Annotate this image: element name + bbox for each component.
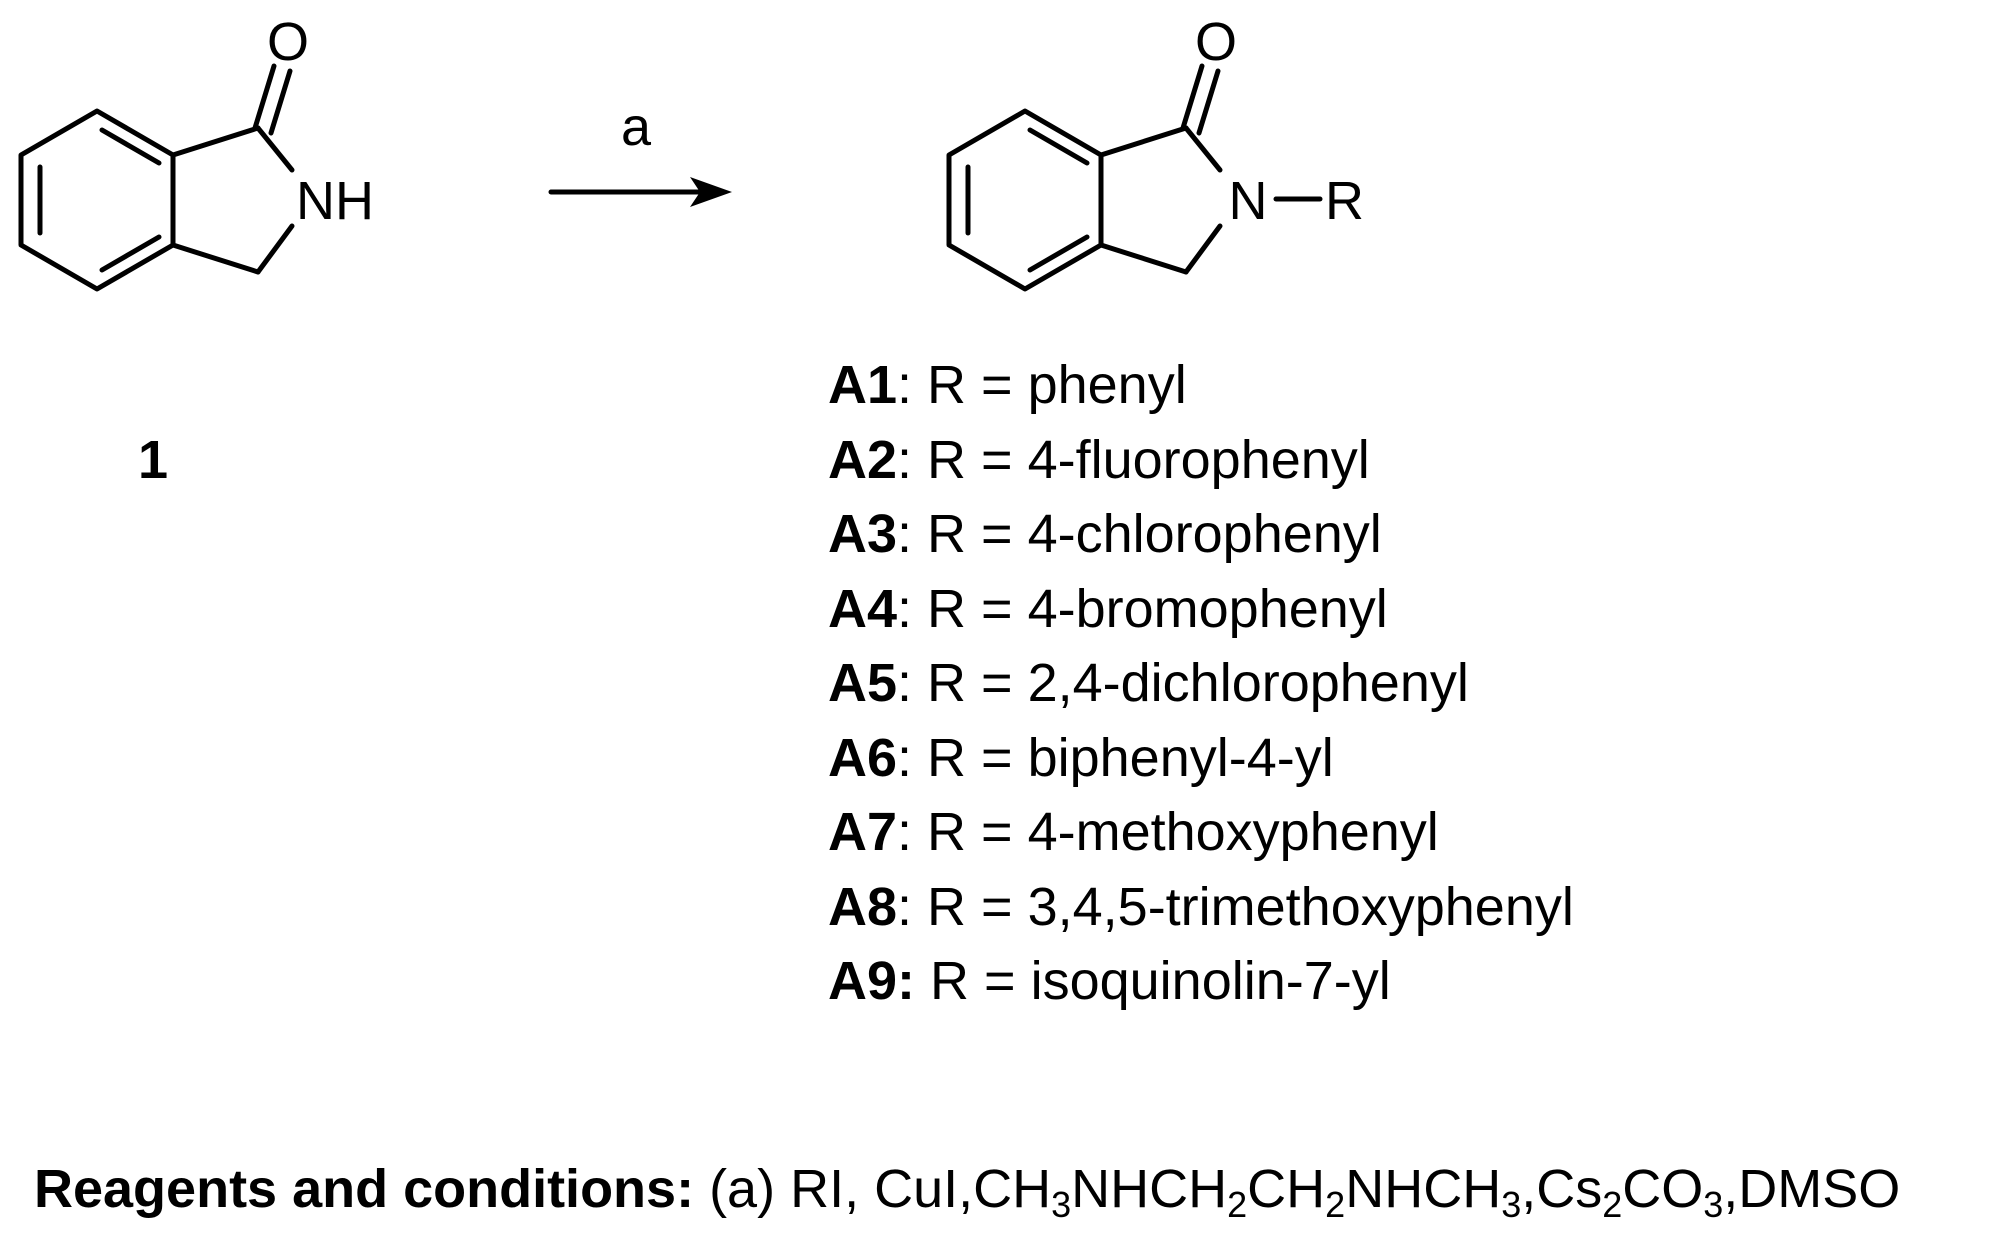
- compound-r-definition: R = phenyl: [927, 355, 1187, 415]
- compound-list: A1: R = phenyl A2: R = 4-fluorophenyl A3…: [828, 348, 1574, 1019]
- compound-entry: A7: R = 4-methoxyphenyl: [828, 795, 1574, 870]
- compound-r-definition: R = 4-chlorophenyl: [927, 504, 1382, 564]
- compound-r-definition: R = 4-fluorophenyl: [927, 429, 1370, 490]
- compound-entry: A6: R = biphenyl-4-yl: [828, 721, 1574, 796]
- reactant-benzene-ring: [18, 108, 176, 292]
- product-structure: O N R: [946, 12, 1364, 292]
- product-oxygen-label: O: [1195, 12, 1237, 72]
- compound-separator: :: [897, 504, 928, 564]
- product-ch2-c-bond: [1098, 242, 1189, 275]
- reactant-c-carbonyl-bond: [170, 125, 261, 158]
- arrow-reagent-label: a: [621, 97, 652, 157]
- conditions-subscript: 2: [1227, 1184, 1248, 1225]
- conditions-heading: Reagents and conditions:: [34, 1159, 695, 1219]
- compound-entry: A8: R = 3,4,5-trimethoxyphenyl: [828, 870, 1574, 945]
- conditions-fragment: NHCH: [1345, 1159, 1502, 1219]
- compound-separator: :: [897, 802, 928, 862]
- compound-separator: :: [897, 727, 928, 788]
- reaction-arrow: a: [548, 97, 732, 207]
- reactant-c-n-bond: [255, 125, 295, 173]
- conditions-fragment: ,Cs: [1521, 1159, 1603, 1219]
- compound-r-definition: R = 4-bromophenyl: [927, 578, 1388, 639]
- conditions-fragment: ,DMSO: [1723, 1159, 1901, 1219]
- compound-id: A6: [828, 727, 898, 788]
- conditions-fragment: NHCH: [1071, 1159, 1228, 1219]
- product-carbonyl-double-bond: [1196, 68, 1221, 136]
- compound-r-definition: R = 4-methoxyphenyl: [927, 802, 1439, 862]
- product-c-n-bond: [1183, 125, 1223, 173]
- compound-r-definition: R = 3,4,5-trimethoxyphenyl: [927, 876, 1574, 937]
- reactant-n-ch2-bond: [255, 223, 295, 275]
- compound-id: A3: [828, 504, 898, 564]
- compound-id: A9:: [828, 951, 916, 1011]
- compound-id: A4: [828, 578, 898, 639]
- product-aromatic-bond: [1027, 234, 1090, 273]
- conditions-fragment: CH: [1247, 1159, 1326, 1219]
- reactant-aromatic-bond: [99, 127, 162, 166]
- compound-entry: A2: R = 4-fluorophenyl: [828, 423, 1574, 498]
- conditions-subscript: 3: [1703, 1184, 1724, 1225]
- reactant-carbonyl-double-bond: [268, 68, 293, 136]
- compound-id: A8: [828, 876, 898, 937]
- compound-entry: A4: R = 4-bromophenyl: [828, 572, 1574, 647]
- compound-r-definition: R = 2,4-dichlorophenyl: [927, 653, 1469, 713]
- compound-separator: :: [897, 653, 928, 713]
- product-benzene-ring: [946, 108, 1104, 292]
- conditions-subscript: 3: [1501, 1184, 1522, 1225]
- compound-separator: :: [897, 876, 928, 937]
- compound-entry: A1: R = phenyl: [828, 348, 1574, 423]
- reactant-nh-label: NH: [296, 171, 374, 231]
- compound-separator: [915, 951, 930, 1011]
- compound-id: A7: [828, 802, 898, 862]
- reactant-aromatic-bond: [99, 234, 162, 273]
- conditions-text: (a) RI, CuI,CH3NHCH2CH2NHCH3,Cs2CO3,DMSO: [694, 1159, 1901, 1223]
- compound-id: A5: [828, 653, 898, 713]
- reactant-structure: O NH 1: [18, 12, 374, 490]
- compound-id: A2: [828, 429, 898, 490]
- product-r-group-label: R: [1325, 171, 1364, 231]
- compound-r-definition: R = biphenyl-4-yl: [927, 727, 1334, 788]
- compound-id: A1: [828, 355, 898, 415]
- conditions-subscript: 2: [1602, 1184, 1623, 1225]
- product-n-ch2-bond: [1183, 223, 1223, 275]
- product-aromatic-bond: [1027, 127, 1090, 166]
- compound-separator: :: [897, 578, 928, 639]
- product-c-carbonyl-bond: [1098, 125, 1189, 158]
- reactant-ch2-c-bond: [170, 242, 261, 275]
- conditions-subscript: 3: [1051, 1184, 1072, 1225]
- reactant-compound-number: 1: [138, 430, 168, 490]
- conditions-fragment: CO: [1622, 1159, 1704, 1219]
- compound-entry: A9: R = isoquinolin-7-yl: [828, 944, 1574, 1019]
- reactant-oxygen-label: O: [267, 12, 309, 72]
- product-carbonyl-double-bond: [1180, 63, 1205, 131]
- reagents-and-conditions: Reagents and conditions: (a) RI, CuI,CH3…: [34, 1158, 1901, 1223]
- compound-entry: A5: R = 2,4-dichlorophenyl: [828, 646, 1574, 721]
- product-nitrogen-label: N: [1229, 171, 1268, 231]
- compound-r-definition: R = isoquinolin-7-yl: [930, 951, 1391, 1011]
- compound-separator: :: [897, 429, 928, 490]
- arrow-head: [690, 177, 732, 207]
- conditions-fragment: (a) RI, CuI,CH: [694, 1159, 1052, 1219]
- reactant-carbonyl-double-bond: [252, 63, 277, 131]
- compound-entry: A3: R = 4-chlorophenyl: [828, 497, 1574, 572]
- conditions-subscript: 2: [1325, 1184, 1346, 1225]
- compound-separator: :: [897, 355, 928, 415]
